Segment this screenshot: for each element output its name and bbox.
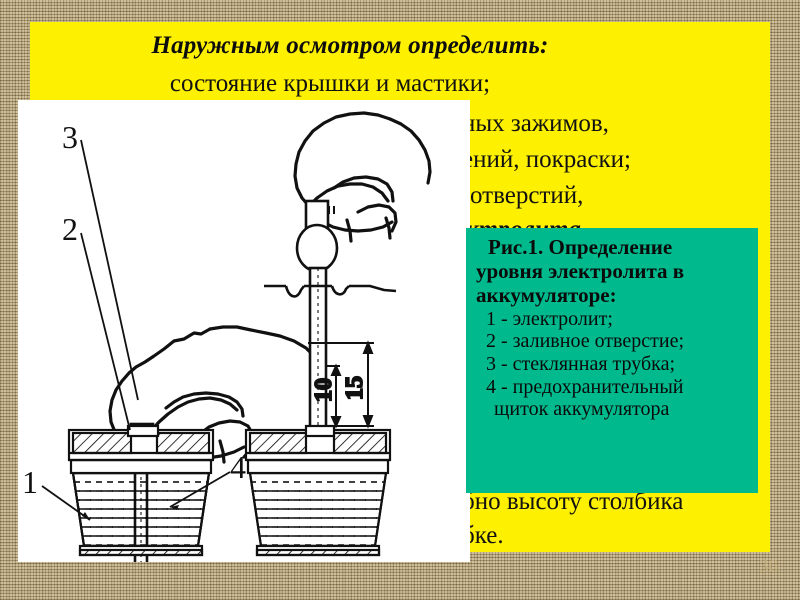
callout-4: 4 (169, 449, 246, 510)
caption-heading-line-2: уровня электролита в (476, 258, 685, 283)
diagram-panel: 3 2 1 4 (18, 100, 470, 562)
droplet-marks (264, 284, 397, 298)
body-line-4: отверстий, (470, 182, 584, 209)
caption-item-4: 4 - предохранительный (486, 375, 684, 398)
figure-caption-box: Рис.1. Определение уровня электролита в … (466, 228, 758, 493)
dimension-15: 15 (308, 340, 374, 429)
battery-cell-left (67, 424, 215, 557)
dimension-10: 10 (310, 363, 342, 429)
body-line-2: ных зажимов, (462, 110, 609, 137)
tube-tick-marks-right (328, 206, 335, 214)
battery-electrolyte-diagram: 3 2 1 4 (22, 111, 432, 562)
caption-item-1: 1 - электролит; (486, 307, 613, 330)
body-line-3: ений, покраски; (462, 146, 631, 173)
page-number: 36 (759, 556, 778, 577)
callout-3-label: 3 (62, 119, 78, 155)
callout-2-label: 2 (62, 211, 78, 247)
caption-heading-line-3: аккумуляторе: (476, 282, 617, 307)
caption-item-3: 3 - стеклянная трубка; (486, 353, 676, 375)
dimension-10-label: 10 (311, 378, 337, 402)
body-line-1: состояние крышки и мастики; (169, 70, 491, 97)
body-line-7: бке. (462, 522, 504, 549)
glass-tube-right (295, 199, 339, 458)
page-title: Наружным осмотром определить: (151, 32, 549, 59)
callout-3: 3 (62, 119, 139, 401)
caption-item-2: 2 - заливное отверстие; (486, 330, 684, 353)
callout-1: 1 (22, 464, 91, 521)
callout-1-label: 1 (22, 464, 38, 500)
battery-cell-right (244, 424, 392, 557)
caption-heading-line-1: Рис.1. Определение (488, 235, 673, 259)
caption-item-4-continued: щиток аккумулятора (494, 398, 670, 421)
callout-2: 2 (62, 211, 131, 431)
callout-4-label: 4 (230, 449, 246, 485)
dimension-15-label: 15 (342, 376, 368, 400)
